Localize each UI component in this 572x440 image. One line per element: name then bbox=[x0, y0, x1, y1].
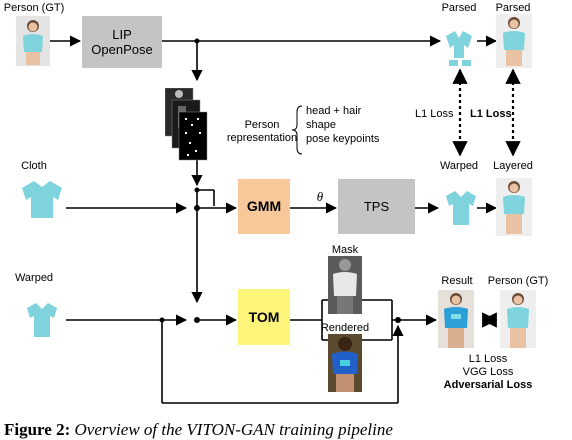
l1-loss-left: L1 Loss bbox=[415, 108, 454, 120]
parsed-left-label: Parsed bbox=[441, 2, 477, 14]
layered-person-image bbox=[496, 178, 532, 236]
tom-l1-loss: L1 Loss bbox=[468, 353, 508, 365]
parsed-person-image bbox=[496, 14, 532, 68]
caption-text: Overview of the VITON-GAN training pipel… bbox=[74, 420, 393, 439]
representation-components: head + hair shape pose keypoints bbox=[306, 104, 379, 146]
lip-openpose-box: LIP OpenPose bbox=[82, 16, 162, 68]
component-shape: shape bbox=[306, 119, 336, 131]
component-head-hair: head + hair bbox=[306, 105, 362, 117]
cloth-image bbox=[22, 181, 62, 218]
tom-box: TOM bbox=[238, 289, 290, 345]
component-pose-keypoints: pose keypoints bbox=[306, 133, 380, 145]
lip-openpose-line-2: OpenPose bbox=[91, 42, 153, 57]
parsed-cloth-image bbox=[446, 31, 472, 66]
person-gt-label: Person (GT) bbox=[3, 2, 65, 14]
person-gt-image bbox=[16, 16, 50, 66]
result-label: Result bbox=[441, 275, 473, 287]
parsed-right-label: Parsed bbox=[495, 2, 531, 14]
warped-input-label: Warped bbox=[14, 272, 54, 284]
person-gt-right-image bbox=[500, 290, 536, 348]
person-representation-line-2: representation bbox=[226, 132, 298, 144]
l1-loss-right: L1 Loss bbox=[470, 108, 512, 120]
result-image bbox=[438, 290, 474, 348]
warped-input-image bbox=[27, 303, 57, 337]
gmm-box: GMM bbox=[238, 179, 290, 234]
tom-losses: L1 Loss VGG Loss Adversarial Loss bbox=[444, 353, 533, 392]
mask-image bbox=[328, 256, 362, 314]
mask-label: Mask bbox=[331, 244, 359, 256]
lip-openpose-line-1: LIP bbox=[112, 27, 132, 42]
tom-adversarial-loss: Adversarial Loss bbox=[443, 379, 533, 391]
tom-vgg-loss: VGG Loss bbox=[462, 366, 514, 378]
person-gt-right-label: Person (GT) bbox=[487, 275, 549, 287]
person-representation-label: Person representation bbox=[227, 119, 297, 145]
rendered-image bbox=[328, 334, 362, 392]
warped-cloth-image bbox=[446, 191, 476, 225]
tps-box: TPS bbox=[338, 179, 415, 234]
theta-label: θ bbox=[316, 189, 324, 204]
caption-prefix: Figure 2: bbox=[4, 420, 71, 439]
figure-caption: Figure 2: Overview of the VITON-GAN trai… bbox=[4, 420, 393, 440]
rendered-label: Rendered bbox=[320, 322, 370, 334]
person-representation-line-1: Person bbox=[244, 119, 280, 131]
layered-label: Layered bbox=[493, 160, 533, 172]
cloth-label: Cloth bbox=[21, 160, 47, 172]
warped-out-label: Warped bbox=[439, 160, 479, 172]
